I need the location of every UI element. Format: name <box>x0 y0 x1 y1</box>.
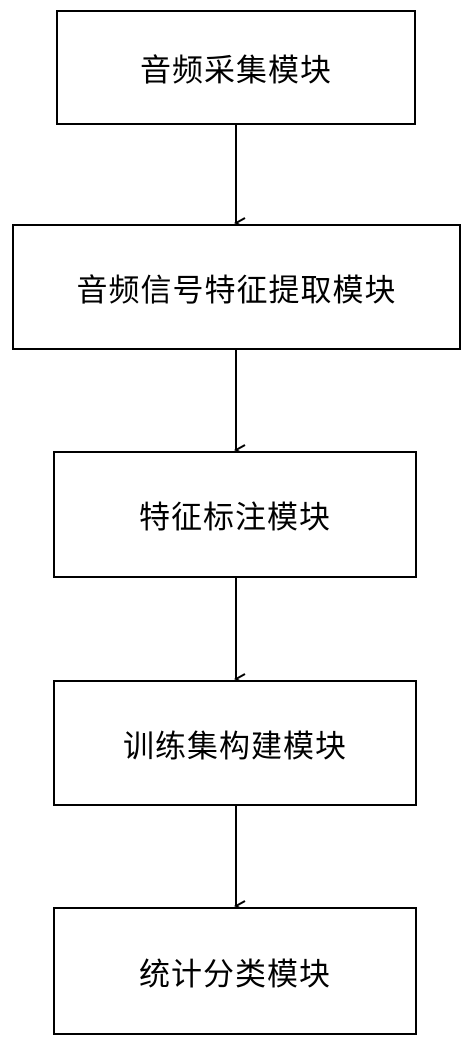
training-set-construction-module-box: 训练集构建模块 <box>53 680 417 806</box>
statistical-classification-module-box: 统计分类模块 <box>53 907 417 1035</box>
feature-annotation-module-label: 特征标注模块 <box>139 500 331 536</box>
audio-collection-module-label: 音频采集模块 <box>140 53 332 89</box>
feature-annotation-module-box: 特征标注模块 <box>53 451 417 578</box>
training-set-construction-module-label: 训练集构建模块 <box>123 728 347 765</box>
audio-collection-module-box: 音频采集模块 <box>56 10 416 125</box>
statistical-classification-module-label: 统计分类模块 <box>139 956 331 993</box>
audio-feature-extraction-module-box: 音频信号特征提取模块 <box>12 224 461 350</box>
audio-feature-extraction-module-label: 音频信号特征提取模块 <box>76 272 397 309</box>
